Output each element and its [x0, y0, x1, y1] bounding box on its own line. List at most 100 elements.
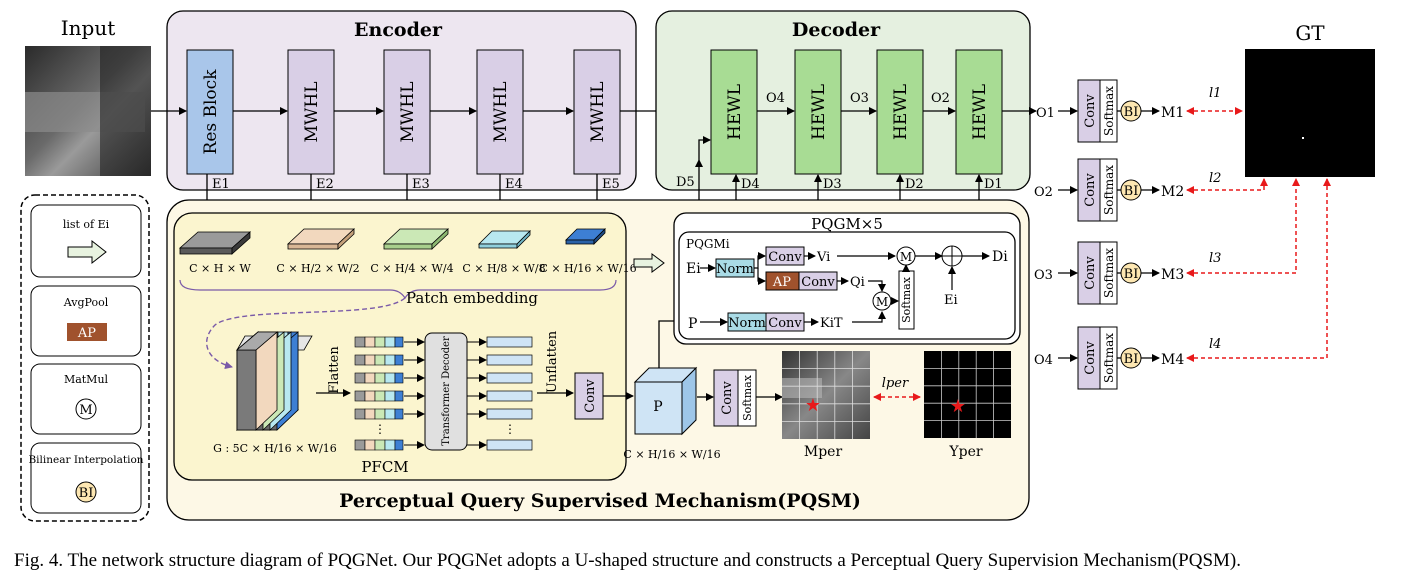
o-labels: O4 O3 O2 [766, 91, 950, 106]
head-output-label: M1 [1161, 105, 1184, 121]
res-block [186, 49, 234, 175]
hewl-blocks: HEWL HEWL HEWL HEWL [710, 49, 1003, 175]
head-conv-label: Conv [1083, 341, 1098, 375]
unflatten-label: Unflatten [545, 330, 560, 393]
legend-avgpool: AvgPool [63, 296, 109, 309]
g-label: G : 5C × H/16 × W/16 [213, 442, 337, 455]
head-output-label: M2 [1161, 184, 1184, 200]
matmul-icon [75, 398, 97, 420]
d-label: D2 [905, 177, 924, 192]
token-row [354, 336, 404, 348]
loss-label: l2 [1209, 171, 1221, 186]
matmul-icon-label: M [876, 295, 888, 309]
head-input-label: O1 [1036, 106, 1055, 121]
pfcm-label: PFCM [361, 458, 408, 476]
transformer-decoder-label: Transformer Decoder [441, 336, 452, 446]
head-conv-label: Conv [1083, 256, 1098, 290]
patch-embedding-label: Patch embedding [406, 289, 538, 307]
flatten-label: Flatten [327, 346, 342, 394]
matmul-icon-label: M [79, 403, 92, 418]
head-conv-label: Conv [1083, 94, 1098, 128]
hewl-block [710, 49, 758, 175]
head-input-label: O2 [1034, 185, 1053, 200]
p-dims: C × H/16 × W/16 [623, 448, 720, 461]
e-label: E5 [602, 177, 620, 192]
pqgm-conv-v-label: Conv [768, 250, 802, 265]
hewl-label: HEWL [809, 84, 829, 140]
bi-icon [75, 481, 97, 503]
patch-dim: C × H/2 × W/2 [276, 262, 359, 275]
head-softmax-label: Softmax [1102, 165, 1116, 215]
per-conv [713, 369, 739, 427]
mwhl-blocks: MWHL MWHL MWHL MWHL [287, 49, 621, 175]
token-rows [354, 336, 404, 451]
patch-dim: C × H/4 × W/4 [370, 262, 453, 275]
bi-label: BI [1124, 105, 1139, 120]
pqgm-e-input: Ei [686, 261, 701, 277]
embedding-bar [486, 372, 533, 384]
d-label: D5 [676, 175, 695, 190]
gt-image [1245, 49, 1375, 177]
pqgm-p-input: P [688, 316, 697, 332]
hewl-label: HEWL [970, 84, 990, 140]
loss-label: l4 [1209, 337, 1221, 352]
bi-label: BI [1124, 184, 1139, 199]
pfcm-conv [574, 372, 604, 420]
token-row [354, 390, 404, 402]
d-label: D4 [741, 177, 760, 192]
mwhl-label: MWHL [588, 82, 608, 143]
e-label: E4 [505, 177, 523, 192]
embedding-bar [486, 354, 533, 366]
pqgm-block-label: PQGMi [686, 237, 730, 251]
head-softmax-label: Softmax [1102, 248, 1116, 298]
m-per-label: Mper [804, 444, 843, 460]
o-label: O2 [931, 91, 950, 106]
pqgm-e-residual: Ei [944, 293, 958, 308]
star-icon: ★ [950, 396, 966, 417]
pqgm-q-label: Qi [850, 275, 865, 290]
input-image [25, 46, 151, 176]
pqgm-norm-p-label: Norm [728, 316, 766, 331]
mwhl-label: MWHL [302, 82, 322, 143]
e-label: E2 [316, 177, 334, 192]
head-input-label: O3 [1034, 268, 1053, 283]
ap-icon-label: AP [77, 326, 96, 341]
star-icon: ★ [805, 395, 821, 416]
pqgm-softmax-label: Softmax [900, 276, 913, 323]
patch-dim: C × H/16 × W/16 [539, 262, 636, 275]
patch-dim: C × H/8 × W/8 [462, 262, 545, 275]
input-label: Input [61, 16, 116, 40]
d-labels: D5 D4 D3 D2 D1 [676, 175, 1003, 192]
head-input-label: O4 [1034, 353, 1053, 368]
p-cube [633, 366, 698, 436]
matmul-icon-label: M [900, 250, 912, 264]
head-softmax-label: Softmax [1102, 333, 1116, 383]
patch-plates [178, 228, 606, 255]
o-label: O3 [850, 91, 869, 106]
p-label: P [653, 399, 662, 415]
transformer-decoder [424, 332, 468, 451]
token-row [354, 354, 404, 366]
bi-label: BI [1124, 267, 1139, 282]
patch-dims: C × H × W C × H/2 × W/2 C × H/4 × W/4 C … [189, 262, 636, 275]
legend: list of Ei AvgPool AP MatMul M Bilinear … [28, 204, 144, 514]
hewl-label: HEWL [891, 84, 911, 140]
per-conv-label: Conv [720, 381, 735, 415]
embedding-flow-arrow [206, 297, 406, 370]
o-label: O4 [766, 91, 785, 106]
res-block-label: Res Block [201, 69, 221, 155]
embedding-bar [486, 336, 533, 348]
mwhl-block [287, 49, 335, 175]
head-softmax-label: Softmax [1102, 86, 1116, 136]
token-row [354, 408, 404, 420]
figure-caption: Fig. 4. The network structure diagram of… [14, 550, 1242, 571]
gt-label: GT [1295, 21, 1325, 45]
token-arrows [404, 338, 425, 449]
e-label: E1 [212, 177, 230, 192]
token-ellipsis: ⋮ [374, 422, 386, 436]
y-per-image: ★ [924, 351, 1011, 438]
mwhl-label: MWHL [491, 82, 511, 143]
pqsm-title: Perceptual Query Supervised Mechanism(PQ… [339, 490, 861, 512]
pqgm-norm-label: Norm [716, 262, 754, 277]
